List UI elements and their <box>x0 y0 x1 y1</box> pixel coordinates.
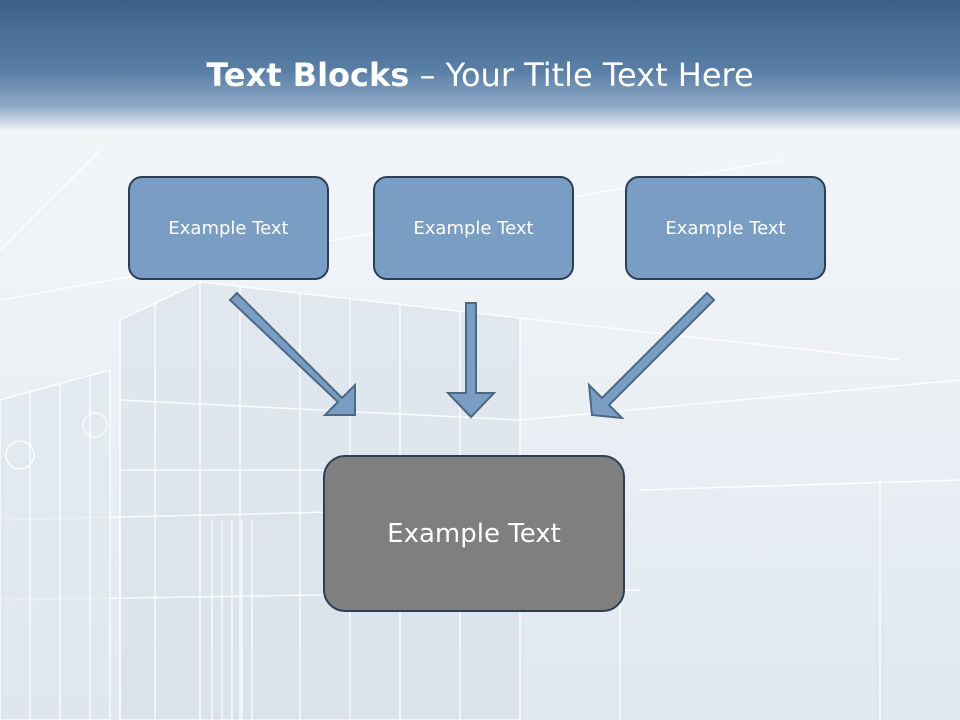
center-text-block-label: Example Text <box>387 518 561 549</box>
text-block-2[interactable]: Example Text <box>373 176 574 280</box>
text-block-3[interactable]: Example Text <box>625 176 826 280</box>
text-block-2-label: Example Text <box>413 217 534 239</box>
slide-title: Text Blocks – Your Title Text Here <box>0 55 960 95</box>
arrow-right-diagonal <box>587 291 716 420</box>
title-text: Your Title Text Here <box>445 56 754 94</box>
title-bar <box>0 0 960 130</box>
text-block-1[interactable]: Example Text <box>128 176 329 280</box>
center-text-block[interactable]: Example Text <box>323 455 625 612</box>
arrow-center-down <box>445 302 497 419</box>
text-block-3-label: Example Text <box>665 217 786 239</box>
arrow-left-diagonal <box>228 291 356 416</box>
title-bold-part: Text Blocks <box>206 56 410 94</box>
text-block-1-label: Example Text <box>168 217 289 239</box>
title-dash: – <box>409 56 446 94</box>
